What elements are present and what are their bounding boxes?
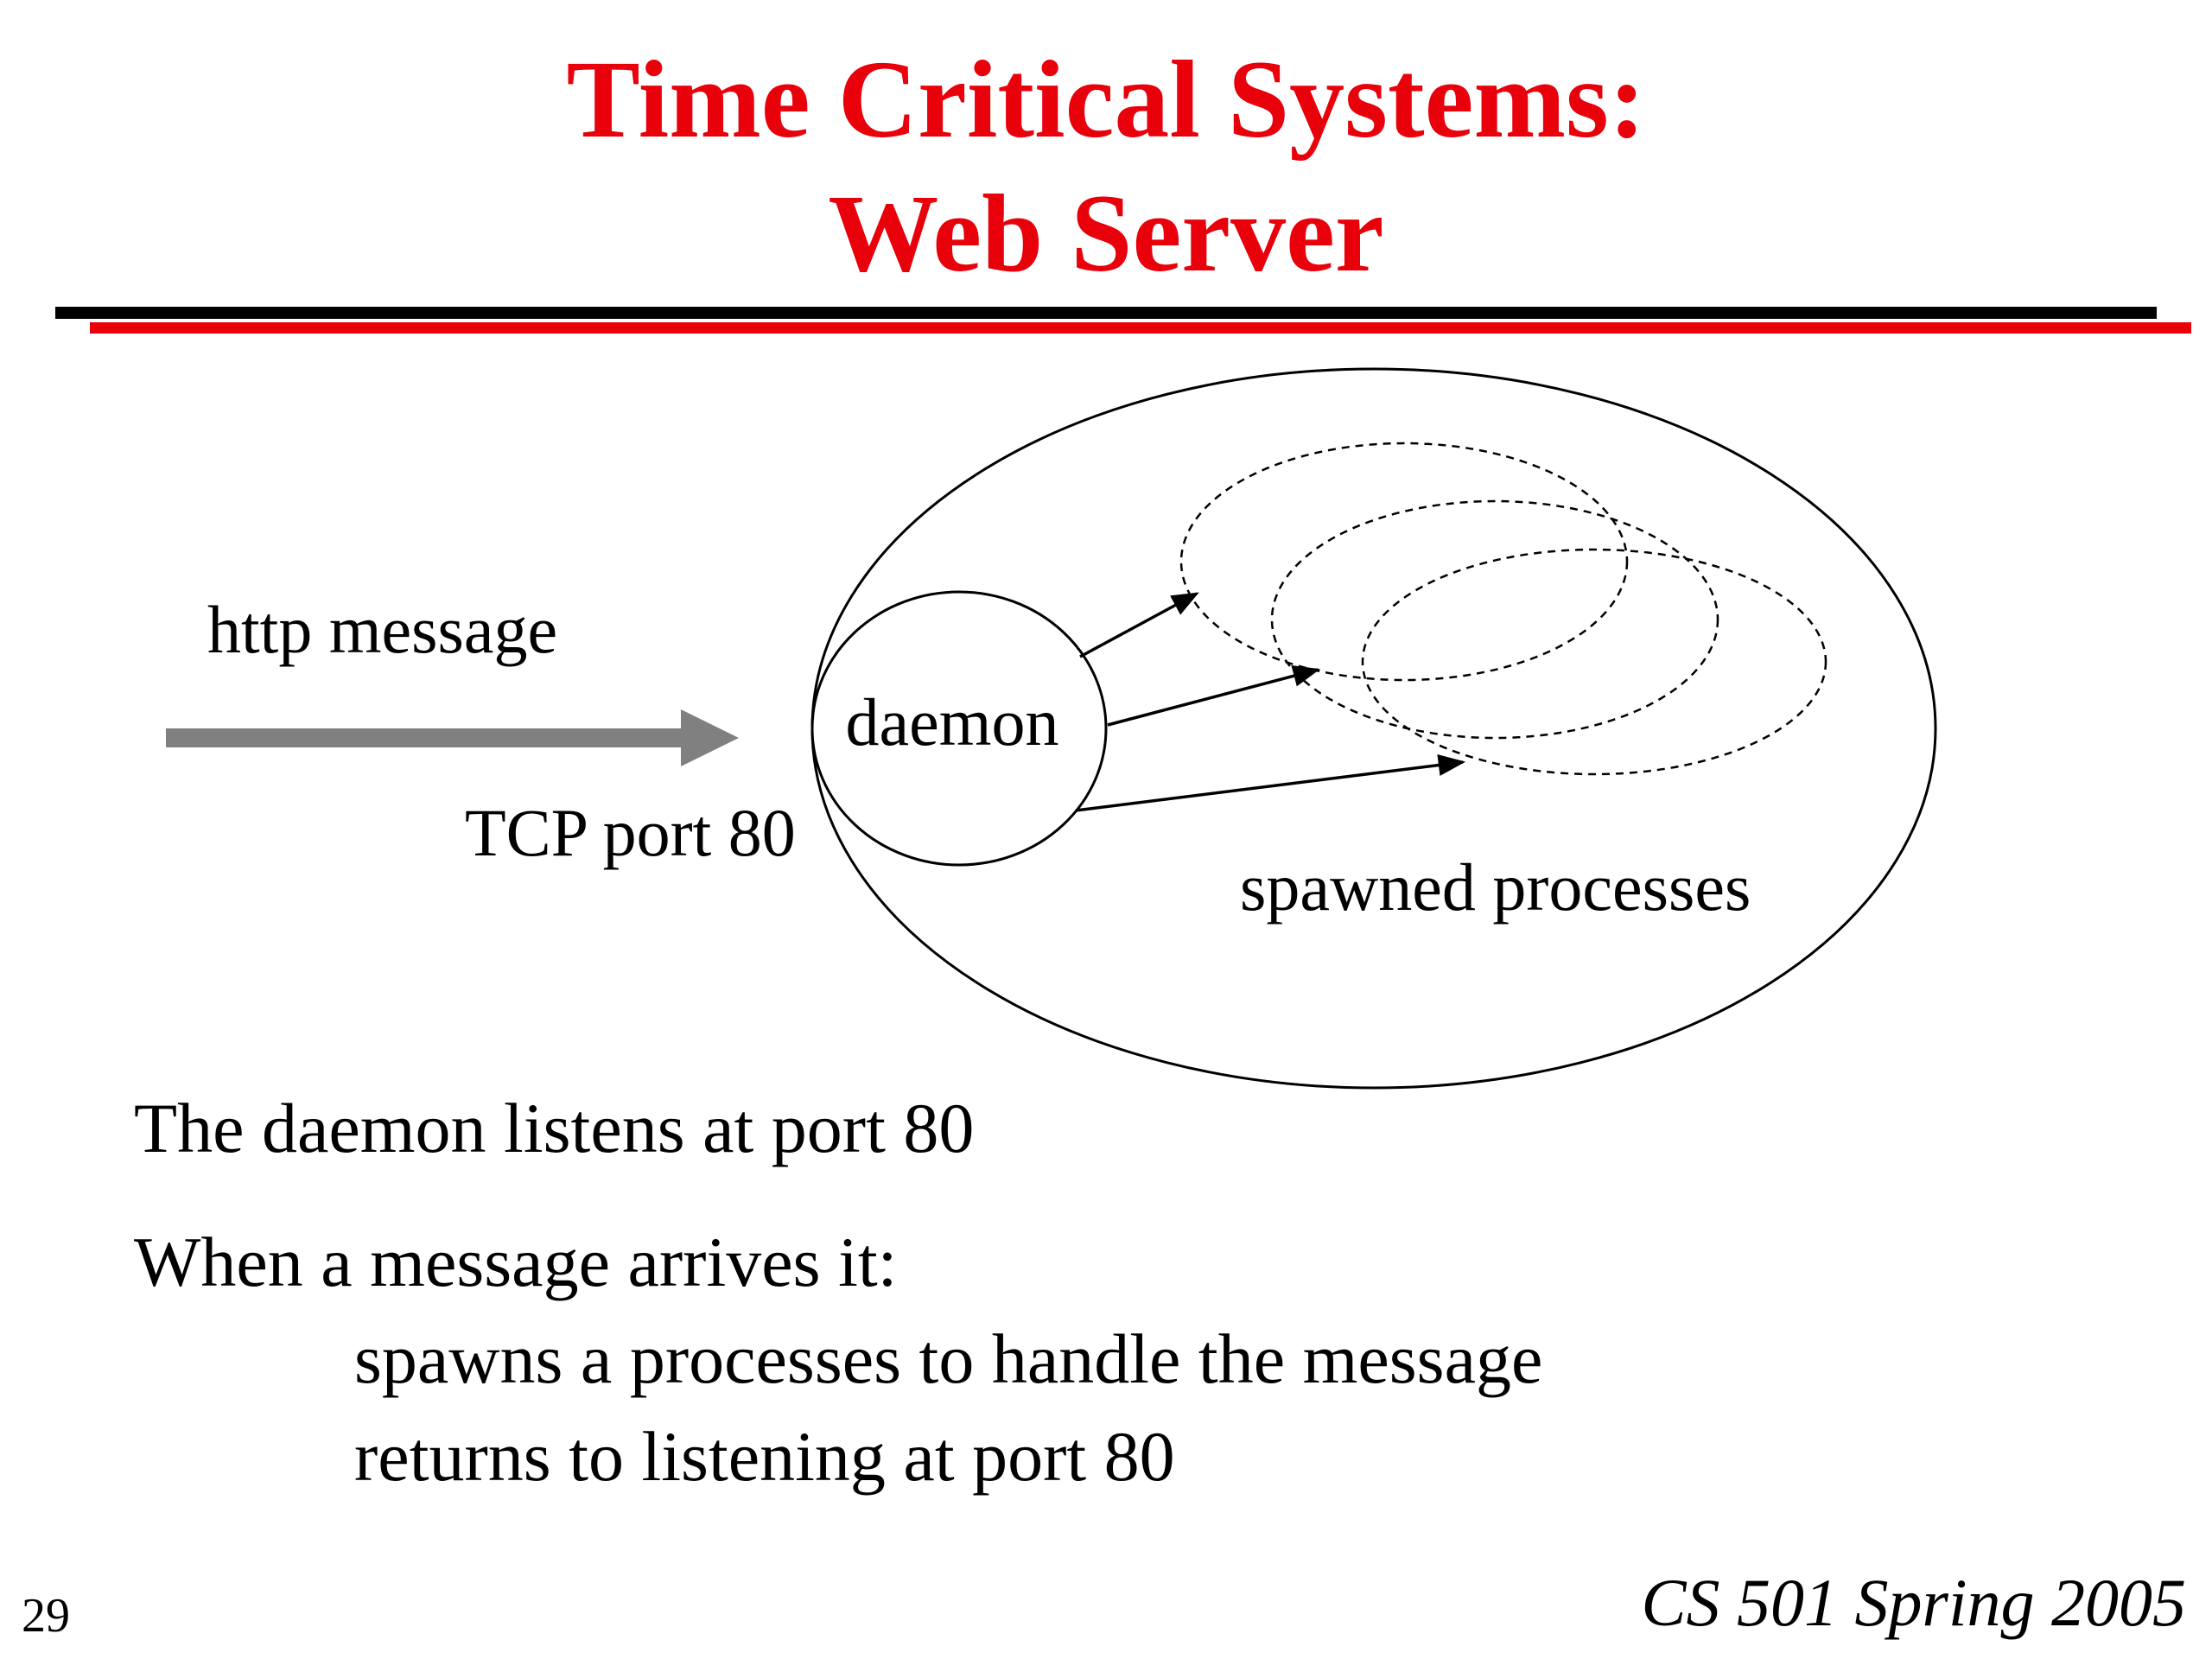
daemon-circle xyxy=(810,590,1108,867)
spawned-processes-label: spawned processes xyxy=(1240,849,1751,925)
title-divider-black xyxy=(55,307,2157,319)
spawn-arrow-3 xyxy=(1075,754,1466,812)
spawn-arrow-1 xyxy=(1079,592,1199,658)
slide-number: 29 xyxy=(22,1589,70,1643)
slide-title-line-2: Web Server xyxy=(828,172,1384,295)
body-line-returns-listening: returns to listening at port 80 xyxy=(354,1417,1175,1496)
slide-title-line-1: Time Critical Systems: xyxy=(566,38,1646,161)
body-line-daemon-listens: The daemon listens at port 80 xyxy=(134,1089,975,1167)
spawned-process-ellipse-2 xyxy=(1270,499,1719,740)
spawned-process-ellipse-3 xyxy=(1361,548,1827,776)
spawn-arrow-2 xyxy=(1107,665,1321,727)
daemon-label: daemon xyxy=(846,684,1059,760)
spawned-process-ellipse-1 xyxy=(1179,442,1629,682)
http-arrow xyxy=(166,709,739,766)
title-divider-red xyxy=(90,322,2191,334)
course-footer: CS 501 Spring 2005 xyxy=(1641,1565,2186,1640)
body-line-spawns-process: spawns a processes to handle the message xyxy=(354,1319,1543,1398)
http-message-label: http message xyxy=(207,592,557,667)
tcp-port-label: TCP port 80 xyxy=(465,795,796,870)
body-line-message-arrives: When a message arrives it: xyxy=(134,1223,898,1301)
